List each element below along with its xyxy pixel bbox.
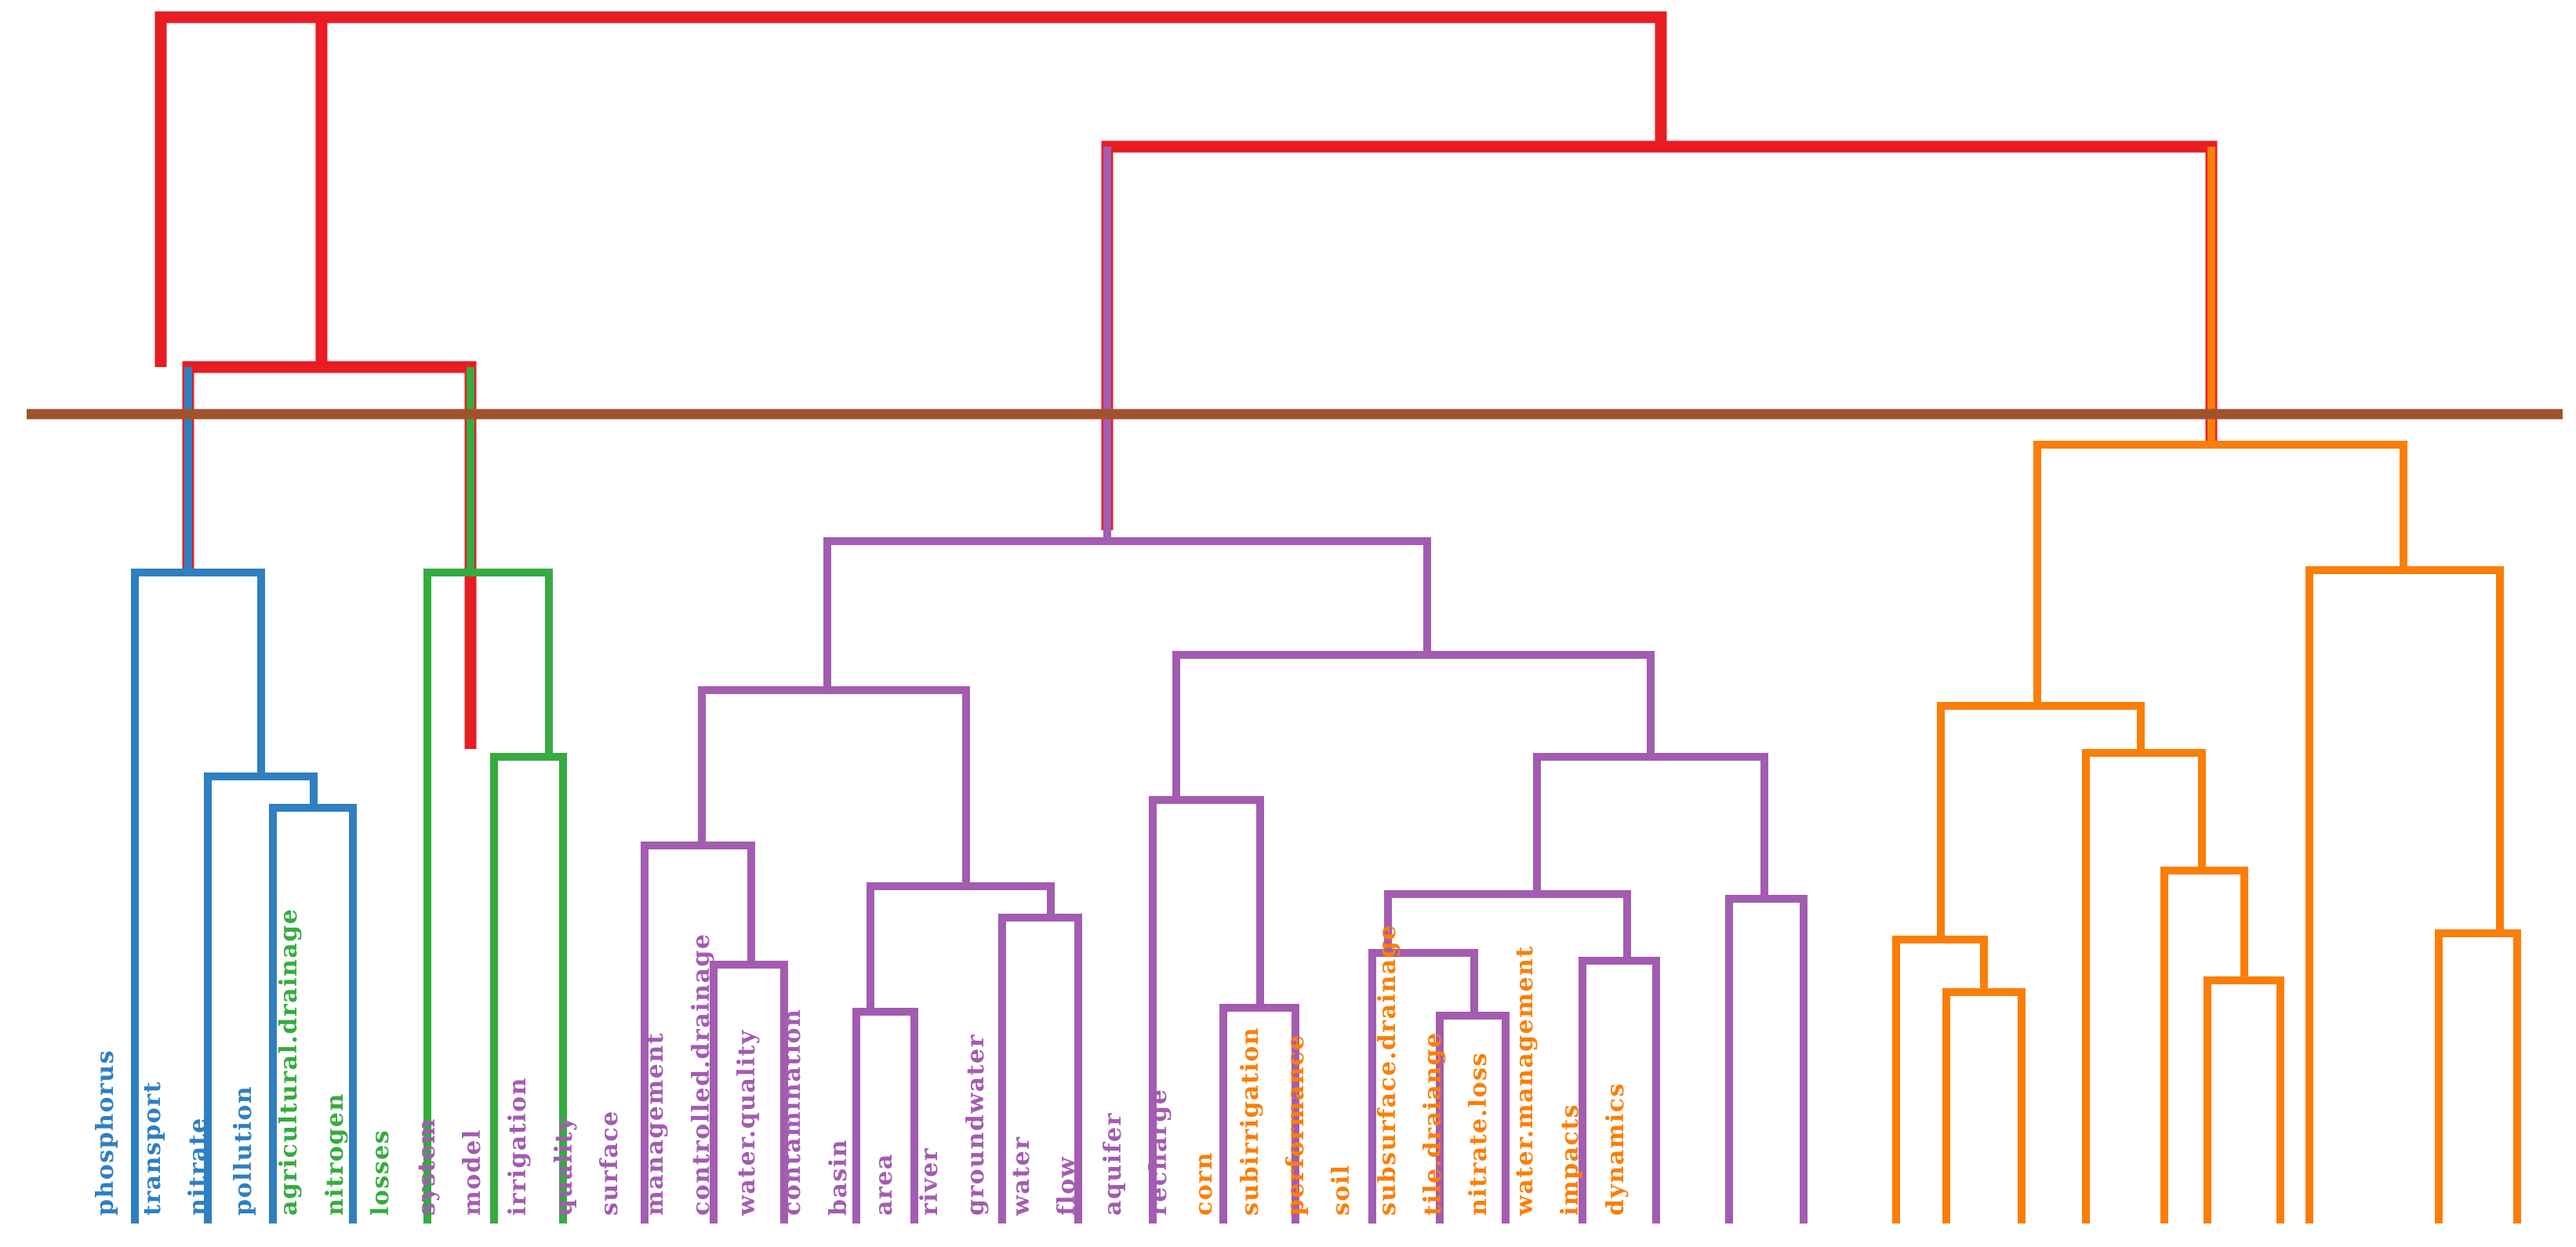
dendrogram-link-orange-right-merge <box>2305 566 2504 1223</box>
dendrogram-link-green-merge-2 <box>490 753 567 1223</box>
dendrogram-link-orange-soil-grp <box>2082 749 2206 1223</box>
dendrogram-link-purple-river-gw <box>1436 1012 1510 1223</box>
dendrogram-link-purple-model-irr <box>641 842 755 1223</box>
dendrogram-link-purple-left-merge <box>698 686 970 886</box>
dendrogram-link-orange-top-merge <box>2033 441 2407 706</box>
dendrogram-link-red-right-merge <box>1101 140 2218 530</box>
dendrogram-link-purple-contam-basin <box>1149 796 1264 1223</box>
dendrogram-link-green-merge-1 <box>423 569 553 1223</box>
dendrogram-link-orange-imp-dyn <box>2435 929 2521 1223</box>
dendrogram-links <box>131 11 2521 1223</box>
dendrogram-link-purple-area-river <box>1368 949 1478 1223</box>
dendrogram-link-orange-tile-grp <box>2160 867 2248 1223</box>
dendrogram-link-orange-nitrate-loss <box>2204 976 2284 1223</box>
dendrogram-link-purple-basin-leaf <box>1219 1004 1299 1223</box>
dendrogram-link-root-merge <box>154 11 1667 367</box>
dendrogram-link-purple-river-grp <box>1384 890 1631 961</box>
dendrogram-link-purple-aq-recharge <box>1725 895 1808 1223</box>
dendrogram-link-purple-irr-leaf <box>710 961 788 1223</box>
dendrogram-link-purple-mgmt-cd <box>998 914 1082 1223</box>
dendrogram-link-blue-merge-1 <box>131 569 265 1223</box>
dendrogram-link-orange-left-merge <box>1937 702 2145 940</box>
dendrogram-link-blue-merge-3 <box>269 804 357 1223</box>
dendrogram-link-orange-subirr-perf <box>1942 988 2026 1223</box>
dendrogram-link-blue-merge-2 <box>204 773 318 1223</box>
dendrogram-link-purple-top-merge <box>823 537 1431 690</box>
dendrogram-link-purple-qual-grp <box>867 882 1055 1012</box>
dendrogram-link-purple-riverflow-merge <box>1533 753 1768 899</box>
dendrogram-link-purple-right-merge <box>1172 651 1655 800</box>
dendrogram-link-purple-water-flow <box>1579 957 1660 1223</box>
dendrogram-link-purple-qual-surf <box>852 1008 918 1223</box>
dendrogram-link-orange-corn-subirr <box>1892 936 1988 1223</box>
